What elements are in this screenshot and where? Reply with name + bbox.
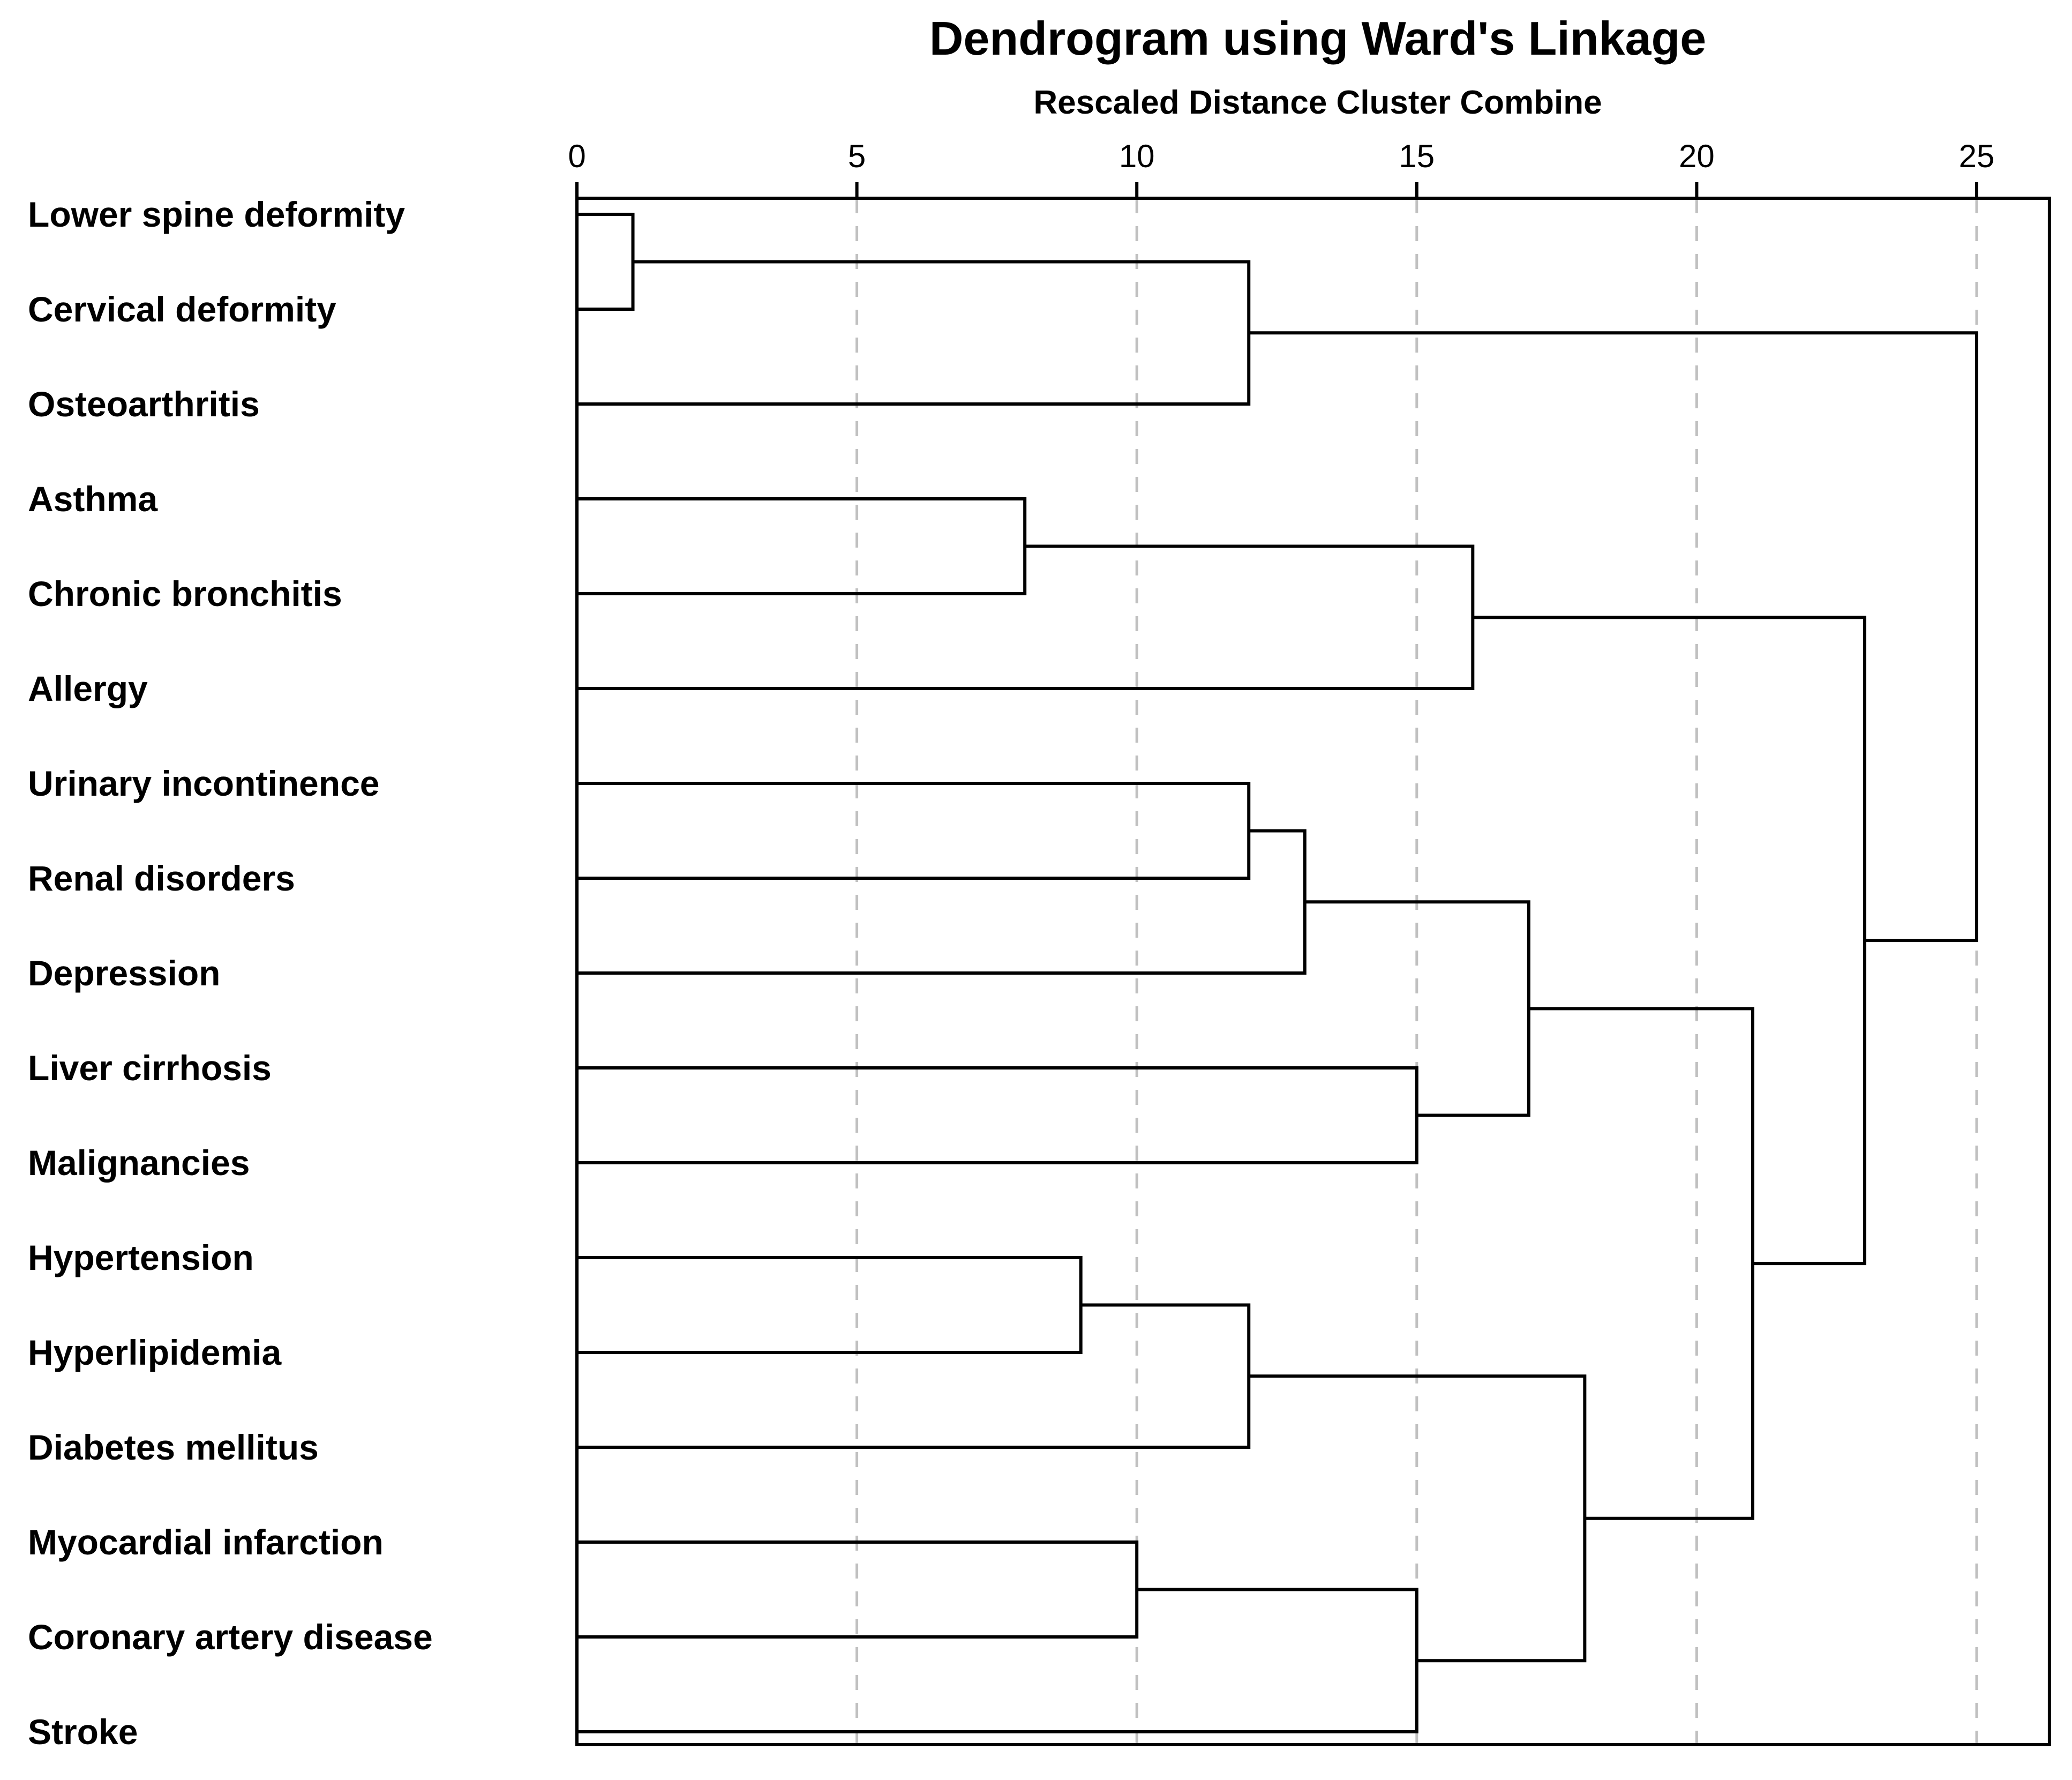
leaf-label: Coronary artery disease [28, 1617, 433, 1657]
chart-subtitle: Rescaled Distance Cluster Combine [1033, 84, 1602, 121]
chart-title: Dendrogram using Ward's Linkage [929, 12, 1706, 65]
dendrogram-links [577, 213, 1978, 1733]
leaf-label: Depression [28, 953, 220, 993]
leaf-label: Renal disorders [28, 858, 295, 898]
merge-link [577, 829, 1307, 975]
leaf-label: Chronic bronchitis [28, 574, 342, 614]
tick-label: 5 [848, 138, 866, 174]
plot-frame [575, 197, 2051, 1746]
leaf-label: Liver cirrhosis [28, 1048, 272, 1088]
leaf-label: Lower spine deformity [28, 195, 405, 234]
leaf-label: Osteoarthritis [28, 384, 260, 424]
merge-link [1249, 331, 1978, 943]
tick-label: 15 [1399, 138, 1435, 174]
grid-lines [855, 198, 1978, 1745]
tick-label: 20 [1679, 138, 1715, 174]
leaf-label: Myocardial infarction [28, 1522, 384, 1562]
leaf-label: Hyperlipidemia [28, 1333, 282, 1372]
tick-label: 0 [568, 138, 585, 174]
merge-link [577, 782, 1251, 880]
leaf-label: Cervical deformity [28, 289, 336, 329]
leaf-label: Stroke [28, 1712, 138, 1752]
leaf-label: Asthma [28, 479, 158, 519]
merge-link [577, 497, 1027, 595]
leaf-label: Diabetes mellitus [28, 1427, 319, 1467]
axis-ticks: 0 5 10 15 20 25 [568, 138, 1994, 198]
merge-link [577, 213, 635, 311]
leaf-label: Allergy [28, 669, 148, 708]
leaf-label: Urinary incontinence [28, 764, 380, 803]
leaf-label: Hypertension [28, 1238, 254, 1277]
tick-label: 10 [1119, 138, 1155, 174]
merge-link [577, 1303, 1251, 1449]
merge-link [1473, 616, 1866, 1266]
tick-label: 25 [1959, 138, 1995, 174]
leaf-label: Malignancies [28, 1143, 250, 1183]
merge-link [1528, 1007, 1754, 1520]
merge-link [577, 1588, 1418, 1733]
merge-link [577, 1066, 1418, 1164]
merge-link [577, 1256, 1083, 1354]
merge-link [577, 260, 1251, 406]
